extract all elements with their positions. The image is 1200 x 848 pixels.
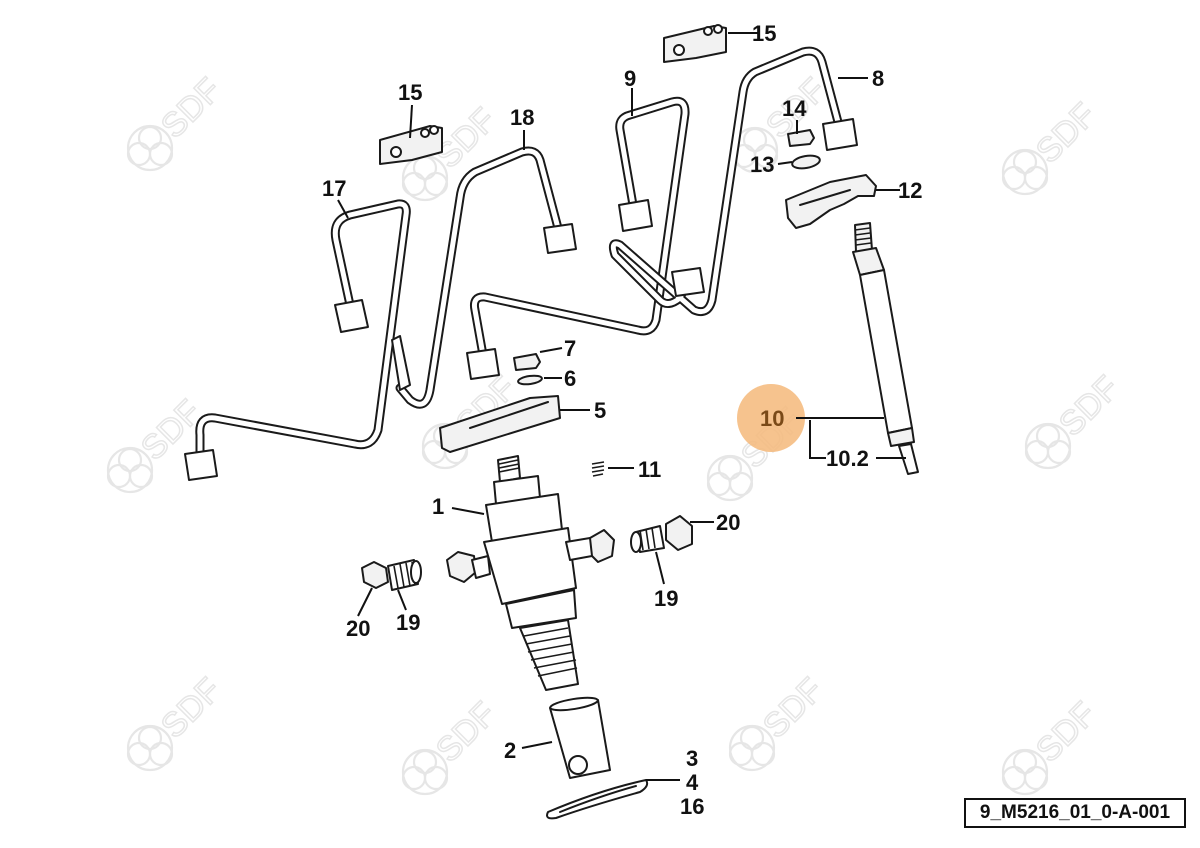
callouts: 15 15 9 8 14 18 13 12 17 7 6 5 10 10.2 1… [322,21,922,819]
spring-11[interactable] [591,461,605,477]
watermark-text: SDF [1029,96,1104,171]
callout-6: 6 [564,366,576,391]
nut-14[interactable] [787,129,815,147]
injection-pipe-9[interactable] [466,96,690,380]
callout-3: 3 [686,746,698,771]
callout-14: 14 [782,96,807,121]
callout-8: 8 [872,66,884,91]
watermark-logo [106,446,154,494]
callout-highlight [737,384,805,452]
callout-12: 12 [898,178,922,203]
washer-6[interactable] [517,374,543,386]
watermark-logo [401,154,449,202]
watermark-text: SDF [1029,695,1104,770]
injector-clamp-12[interactable] [785,174,877,229]
watermark-text: SDF [756,671,831,746]
callout-18: 18 [510,105,534,130]
watermark-text: SDF [429,695,504,770]
flange-5[interactable] [439,395,561,453]
watermark-text: SDF [154,71,229,146]
injection-pipe-8[interactable] [608,46,858,317]
watermark-logo [706,454,754,502]
injection-pipe-17[interactable] [184,199,411,481]
watermarks: SDF SDF SDF SDF SDF SDF SDF SDF SDF SDF … [106,70,1127,796]
callout-10: 10 [760,406,784,431]
pipe-clamp-15-left[interactable] [379,125,443,165]
callout-15: 15 [752,21,776,46]
callout-13: 13 [750,152,774,177]
injector-10[interactable] [852,222,919,475]
callout-10-2: 10.2 [826,446,869,471]
callout-1: 1 [432,494,444,519]
callout-2: 2 [504,738,516,763]
callout-15: 15 [398,80,422,105]
callout-4: 4 [686,770,699,795]
watermark-logo [126,724,174,772]
watermark-text: SDF [154,671,229,746]
watermark-logo [1024,422,1072,470]
callout-16: 16 [680,794,704,819]
banjo-bolt-19-left[interactable] [387,559,422,591]
watermark-logo [401,748,449,796]
banjo-fitting-20-left[interactable] [361,561,389,589]
watermark-logo [1001,748,1049,796]
callout-17: 17 [322,176,346,201]
callout-5: 5 [594,398,606,423]
tappet-2[interactable] [549,695,611,779]
banjo-bolt-19-right[interactable] [630,525,665,553]
shim-gasket-3-4-16[interactable] [546,779,649,820]
figure-code-label: 9_M5216_01_0-A-001 [964,798,1186,828]
leader-lines [337,32,906,781]
callout-20: 20 [716,510,740,535]
callout-7: 7 [564,336,576,361]
injection-pump-1[interactable] [446,455,615,691]
washer-13[interactable] [791,154,821,171]
callout-9: 9 [624,66,636,91]
banjo-fitting-20-right[interactable] [665,515,693,551]
watermark-text: SDF [1052,369,1127,444]
callout-11: 11 [638,457,661,482]
nut-7[interactable] [513,353,541,371]
injection-pipe-18[interactable] [391,146,577,409]
pipe-clamp-15-top[interactable] [663,24,727,63]
callout-19: 19 [396,610,420,635]
callout-19: 19 [654,586,678,611]
watermark-logo [728,724,776,772]
callout-20: 20 [346,616,370,641]
watermark-logo [126,124,174,172]
